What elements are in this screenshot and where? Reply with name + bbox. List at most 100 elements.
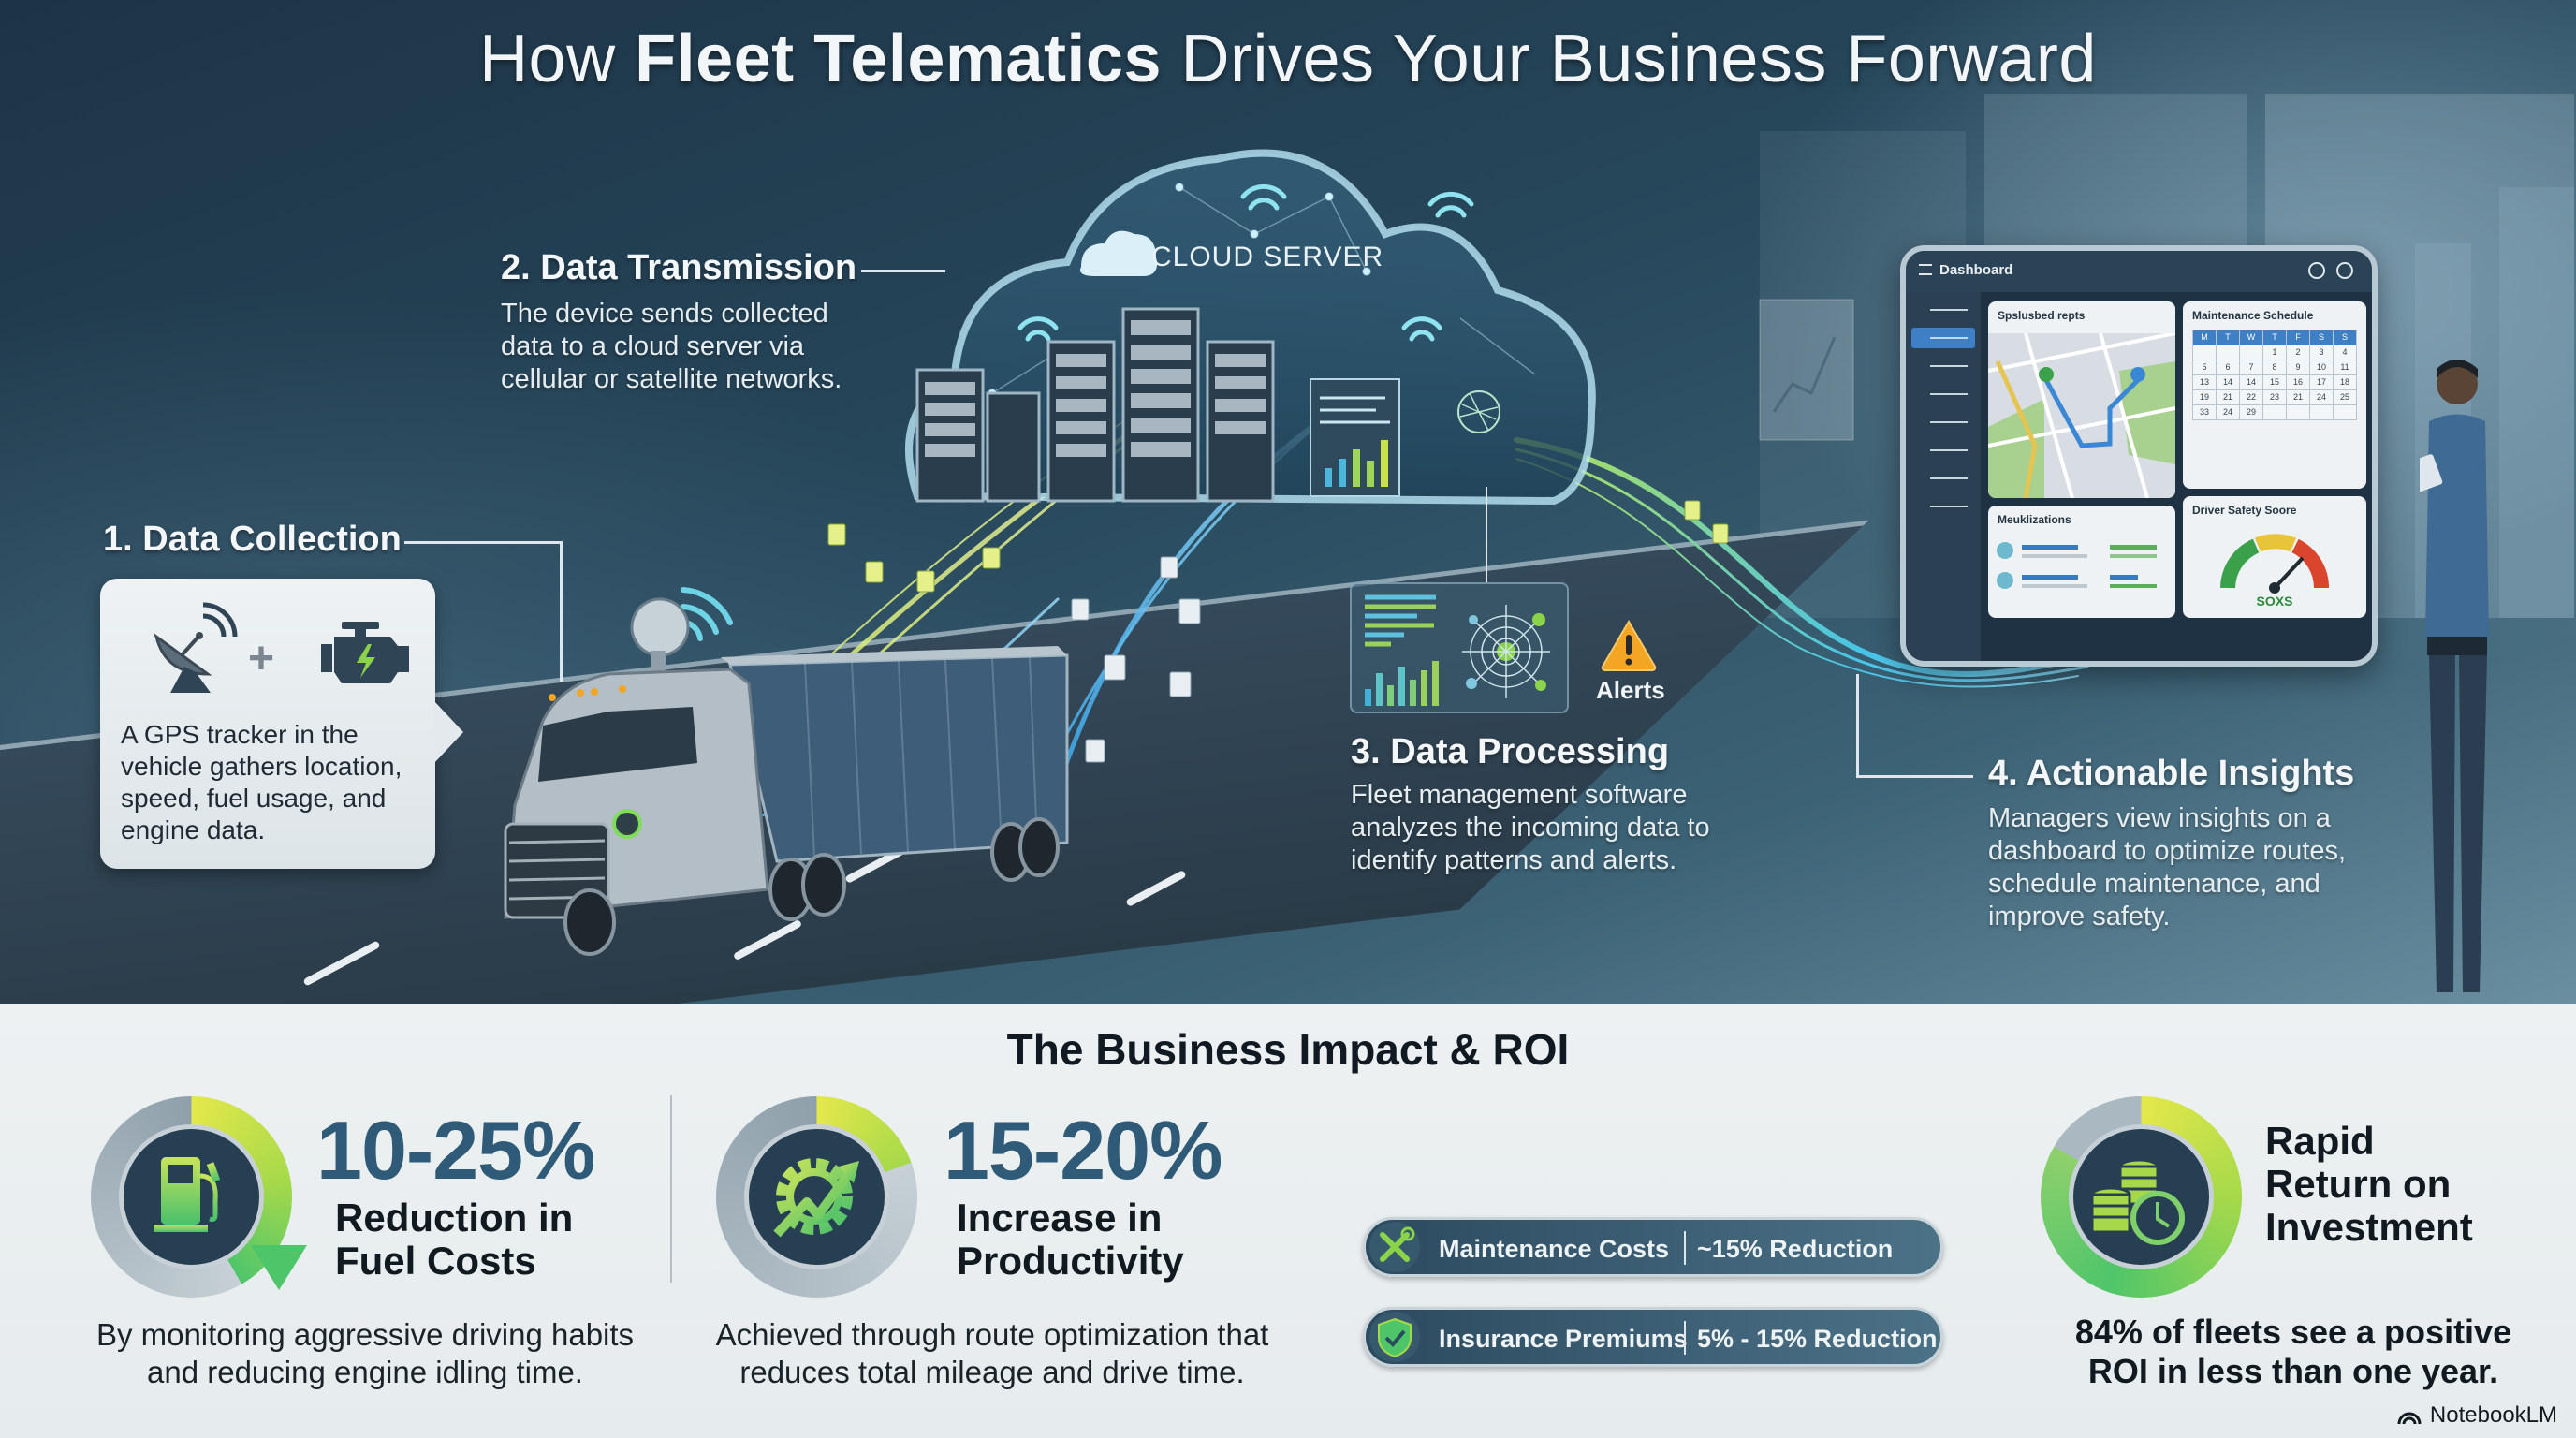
route-map[interactable] [1988,331,2175,498]
step-4-connector [1856,674,1859,777]
process-hero: 1. Data Collection + A GPS tracker in th… [0,0,2576,1004]
calendar-cell[interactable]: 3 [2310,345,2333,360]
calendar-cell[interactable]: 8 [2263,360,2286,374]
sidebar-item[interactable] [1911,468,1975,489]
calendar-day-header: T [2217,330,2239,345]
calendar-cell[interactable]: 17 [2310,375,2333,389]
roi-label-line1: Rapid [2265,1119,2375,1163]
settings-icon [2308,262,2325,279]
cloud-server-label: CLOUD SERVER [1151,242,1384,272]
calendar-cell[interactable]: 7 [2240,360,2262,374]
calendar-cell[interactable]: 29 [2240,405,2262,419]
engine-icon [321,622,409,683]
roi-description-line2: ROI in less than one year. [2087,1352,2499,1390]
roi-ring-inner [2069,1124,2214,1269]
productivity-stat-description-line2: reduces total mileage and drive time. [739,1355,1245,1389]
calendar-cell[interactable]: 9 [2287,360,2309,374]
calendar-grid[interactable]: M T W T F S S 1 2 3 4 5 6 7 8 9 10 11 [2192,330,2357,420]
step-3-title: 3. Data Processing [1351,732,1670,771]
driver-safety-title: Driver Safety Soore [2192,504,2297,517]
insurance-premiums-label: Insurance Premiums [1439,1325,1688,1353]
calendar-cell[interactable] [2334,405,2356,419]
sidebar-item[interactable] [1911,356,1975,376]
calendar-cell[interactable]: 10 [2310,360,2333,374]
step-4-title: 4. Actionable Insights [1988,754,2355,793]
calendar-cell[interactable] [2240,345,2262,360]
route-map-card[interactable]: Spslusbed repts [1988,301,2175,498]
brand-label: NotebookLM [2429,1402,2557,1428]
calendar-day-header: M [2193,330,2216,345]
calendar-cell[interactable]: 5 [2193,360,2216,374]
calendar-cell[interactable]: 24 [2217,405,2239,419]
productivity-stat-value: 15-20% [944,1104,1222,1196]
alerts-label: Alerts [1596,676,1665,704]
step-1-connector [404,541,562,544]
calendar-cell[interactable]: 2 [2287,345,2309,360]
calendar-day-header: S [2310,330,2333,345]
sidebar-item[interactable] [1911,300,1975,320]
fuel-pump-icon [154,1157,221,1232]
step-1-title: 1. Data Collection [103,520,402,559]
sidebar-item[interactable] [1911,412,1975,433]
productivity-stat-ring [716,1096,917,1298]
title-prefix: How [479,22,636,96]
calendar-cell[interactable]: 15 [2263,375,2286,389]
impact-section-title: The Business Impact & ROI [1006,1025,1570,1074]
calendar-cell[interactable] [2263,405,2286,419]
wrench-screwdriver-icon [1369,1222,1420,1272]
calendar-cell[interactable]: 22 [2240,390,2262,404]
notebooklm-logo-icon [2397,1412,2422,1425]
maintenance-schedule-card[interactable]: Maintenance Schedule M T W T F S S 1 2 3… [2183,301,2366,489]
step-3-connector [1486,487,1487,582]
dashboard-title: Dashboard [1939,262,2013,278]
calendar-cell[interactable]: 11 [2334,360,2356,374]
fuel-stat-label: Reduction in Fuel Costs [335,1196,573,1283]
truck-illustration [504,587,1069,956]
calendar-cell[interactable]: 6 [2217,360,2239,374]
plus-icon: + [248,634,275,683]
sidebar-item[interactable] [1911,496,1975,517]
calendar-day-header: S [2334,330,2356,345]
calendar-cell[interactable]: 1 [2263,345,2286,360]
driver-safety-card[interactable]: Driver Safety Soore SOXS [2183,496,2366,618]
calendar-cell[interactable] [2287,405,2309,419]
sidebar-item[interactable] [1911,440,1975,461]
data-collection-description: A GPS tracker in the vehicle gathers loc… [121,720,402,844]
fuel-stat-label-line1: Reduction in [335,1196,574,1240]
notifications-card[interactable]: Meuklizations [1988,506,2175,618]
calendar-cell[interactable]: 33 [2193,405,2216,419]
productivity-stat-label-line2: Productivity [957,1239,1184,1283]
calendar-cell[interactable]: 25 [2334,390,2356,404]
calendar-cell[interactable]: 21 [2287,390,2309,404]
calendar-cell[interactable]: 4 [2334,345,2356,360]
productivity-stat-ring-inner [744,1124,889,1269]
calendar-cell[interactable]: 18 [2334,375,2356,389]
calendar-cell[interactable]: 13 [2193,375,2216,389]
fuel-stat-label-line2: Fuel Costs [335,1239,536,1283]
fuel-stat-ring-inner [119,1124,264,1269]
driver-safety-value: SOXS [2256,594,2293,609]
calendar-cell[interactable]: 14 [2217,375,2239,389]
calendar-cell[interactable] [2217,345,2239,360]
data-collection-card: + A GPS tracker in the vehicle gathers l… [100,579,463,869]
productivity-stat-description-line1: Achieved through route optimization that [715,1317,1269,1352]
calendar-cell[interactable] [2310,405,2333,419]
coins-clock-icon [2090,1158,2185,1245]
calendar-cell[interactable]: 21 [2217,390,2239,404]
roi-description: 84% of fleets see a positive ROI in less… [2012,1313,2574,1391]
dashboard-header: Dashboard [1906,251,2372,292]
calendar-cell[interactable]: 14 [2240,375,2262,389]
down-arrow-icon [251,1245,307,1290]
calendar-cell[interactable]: 16 [2287,375,2309,389]
calendar-cell[interactable]: 19 [2193,390,2216,404]
sidebar-item[interactable] [1911,384,1975,404]
calendar-cell[interactable]: 23 [2263,390,2286,404]
fuel-stat-description: By monitoring aggressive driving habits … [75,1316,655,1391]
insurance-premiums-pill: Insurance Premiums 5% - 15% Reduction [1363,1307,1943,1367]
insurance-premiums-value: 5% - 15% Reduction [1697,1325,1938,1353]
fleet-manager-person [2420,360,2489,992]
calendar-cell[interactable] [2193,345,2216,360]
roi-label-line3: Investment [2265,1205,2473,1249]
sidebar-item-active[interactable] [1911,328,1975,348]
calendar-cell[interactable]: 24 [2310,390,2333,404]
